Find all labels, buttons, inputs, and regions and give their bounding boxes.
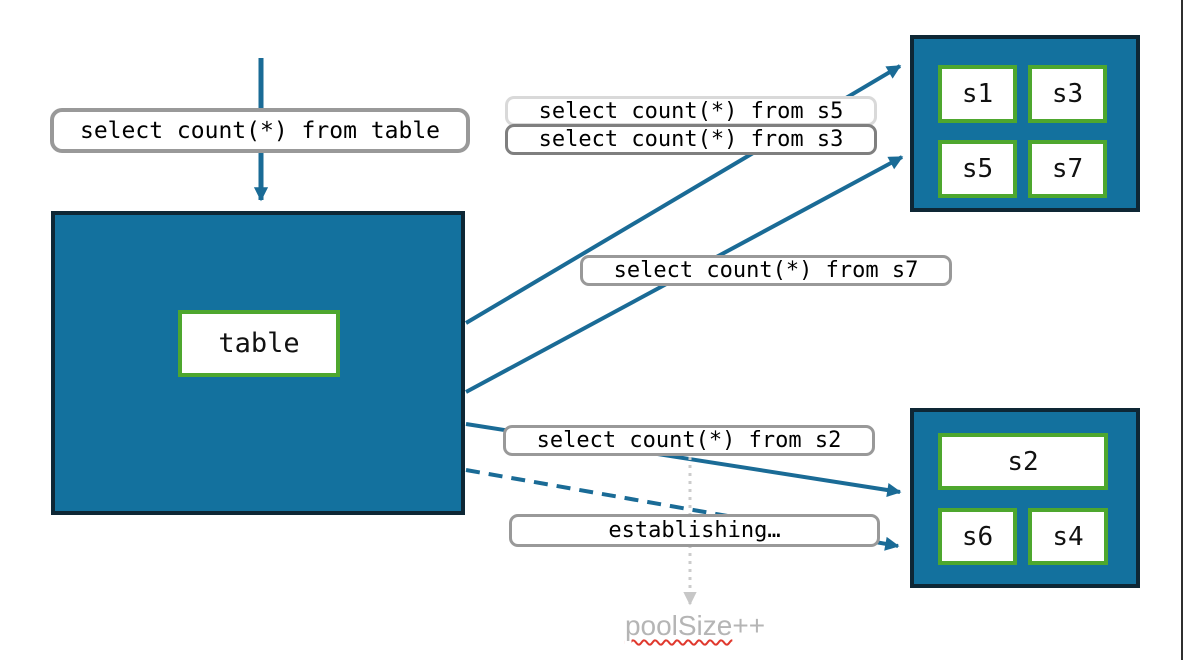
shard-group-top: s1 s3 s5 s7 <box>910 35 1140 212</box>
shard-node-s4: s4 <box>1028 508 1108 565</box>
establishing-label: establishing… <box>509 514 880 547</box>
table-node: table <box>178 310 340 377</box>
shard-label: s4 <box>1052 521 1084 552</box>
shard-node-s2: s2 <box>938 433 1108 490</box>
query-label-from-s5: select count(*) from s5 <box>505 96 877 126</box>
screen-right-edge-line <box>1181 0 1183 660</box>
shard-label: s2 <box>1007 446 1039 477</box>
query-label-from-s2: select count(*) from s2 <box>503 425 875 456</box>
poolsize-word: poolSize <box>624 610 733 641</box>
shard-node-s5: s5 <box>938 140 1017 198</box>
table-container-box: table <box>51 211 465 515</box>
table-node-label: table <box>218 328 300 359</box>
shard-label: s3 <box>1051 79 1084 109</box>
shard-label: s6 <box>961 521 994 552</box>
shard-label: s5 <box>961 154 994 184</box>
shard-node-s3: s3 <box>1028 65 1107 123</box>
query-label-from-s7: select count(*) from s7 <box>580 255 952 286</box>
shard-group-bottom: s2 s6 s4 <box>910 408 1140 588</box>
shard-node-s1: s1 <box>938 65 1017 123</box>
arrow-dashed-establishing-connection <box>465 468 900 551</box>
shard-label: s1 <box>961 79 994 109</box>
query-label-from-s3: select count(*) from s3 <box>505 124 877 155</box>
shard-node-s6: s6 <box>938 508 1017 565</box>
poolsize-annotation: poolSize++ <box>600 610 790 642</box>
poolsize-increment-suffix: ++ <box>732 610 766 641</box>
query-label-from-table: select count(*) from table <box>50 108 470 153</box>
shard-node-s7: s7 <box>1028 140 1107 198</box>
shard-label: s7 <box>1051 154 1084 184</box>
